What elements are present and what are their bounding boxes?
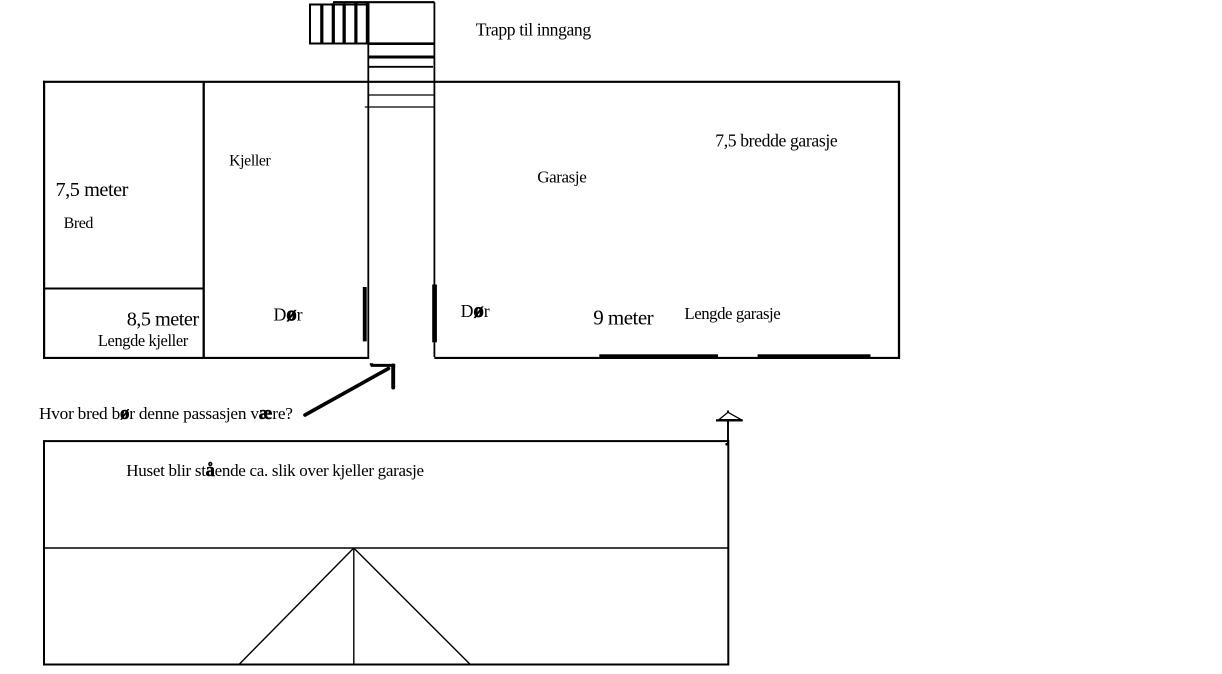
svg-text:Huset blir stående ca. slik ov: Huset blir stående ca. slik over kjeller… [126,461,423,481]
svg-text:Kjeller: Kjeller [229,153,271,170]
svg-text:7,5 bredde garasje: 7,5 bredde garasje [715,131,838,151]
svg-text:Lengde kjeller: Lengde kjeller [98,331,189,350]
svg-text:Dør: Dør [461,300,490,322]
svg-text:Bred: Bred [64,215,94,232]
svg-text:Dør: Dør [274,304,303,326]
svg-text:Lengde garasje: Lengde garasje [684,304,780,323]
svg-text:Trapp til inngang: Trapp til inngang [476,20,592,40]
svg-text:7,5 meter: 7,5 meter [56,179,129,201]
svg-text:Garasje: Garasje [537,168,586,187]
svg-text:9 meter: 9 meter [593,306,653,330]
svg-text:8,5 meter: 8,5 meter [127,308,200,330]
svg-text:Hvor bred bør denne passasjen: Hvor bred bør denne passasjen være? [39,403,293,424]
